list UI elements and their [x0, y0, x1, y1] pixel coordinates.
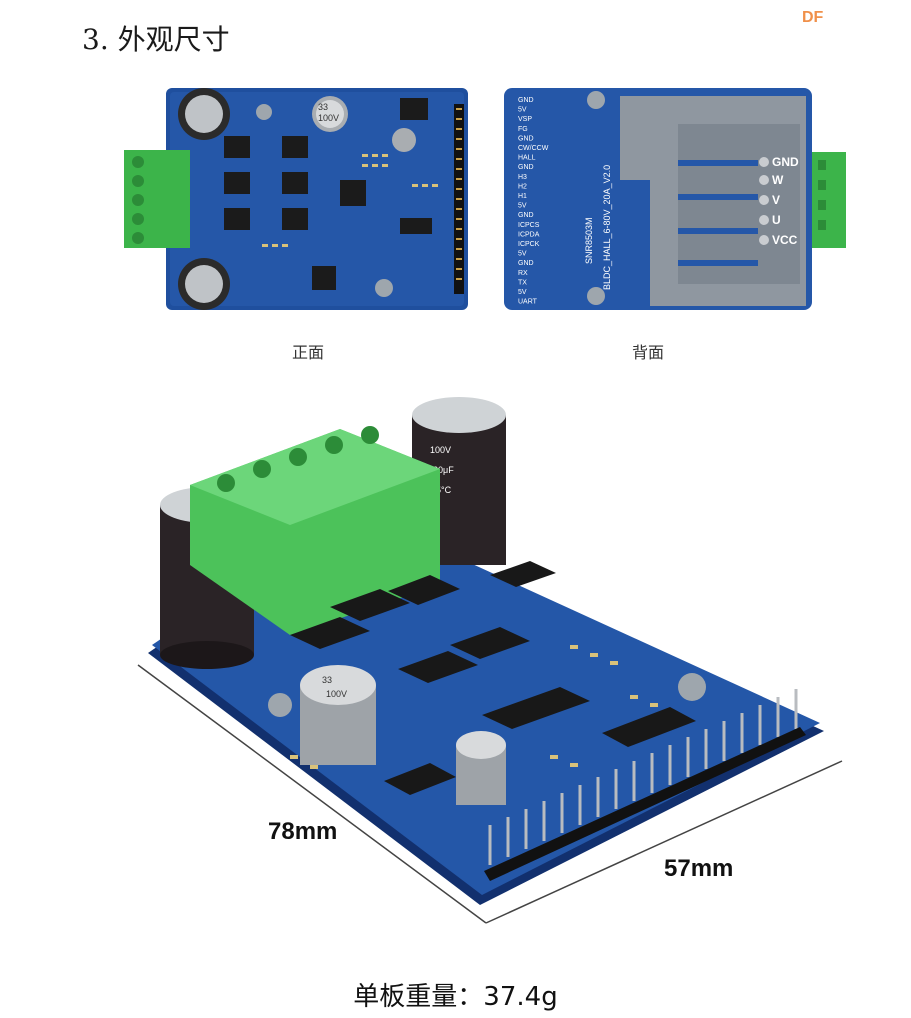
back-pin-label: GND [518, 135, 534, 142]
back-pin-label: HALL [518, 155, 536, 162]
back-pin-label: 5V [518, 251, 527, 258]
back-pin-label: UART [518, 299, 538, 306]
back-pin-label: ICPCK [518, 241, 540, 248]
back-pin-label: ICPCS [518, 222, 540, 229]
back-model-label: SNR8503M [584, 217, 594, 264]
back-pin-label: 5V [518, 107, 527, 114]
back-pin-label: GND [518, 212, 534, 219]
caption-back: 背面 [632, 343, 665, 362]
back-version-label: BLDC_HALL_6-80V_20A_V2.0 [602, 165, 612, 290]
board-weight: 单板重量：37.4g [353, 982, 558, 1012]
pad-v: V [772, 193, 780, 207]
back-pin-label: 5V [518, 203, 527, 210]
back-pin-label: ICPDA [518, 231, 540, 238]
pad-gnd: GND [772, 155, 799, 169]
back-pin-label: H3 [518, 174, 527, 181]
pad-w: W [772, 173, 784, 187]
section-title: 3. 外观尺寸 [82, 23, 230, 56]
back-pin-label: GND [518, 164, 534, 171]
back-pin-label: FG [518, 126, 528, 133]
large-cap-mark-voltage: 100V [430, 445, 451, 455]
back-pin-label: H2 [518, 183, 527, 190]
back-pin-label: H1 [518, 193, 527, 200]
back-pin-label: CW/CCW [518, 145, 549, 152]
front-board-photo: 33 100V [124, 88, 468, 310]
pad-u: U [772, 213, 781, 227]
back-pin-label: 5V [518, 289, 527, 296]
small-cap-mark-value: 33 [322, 675, 332, 685]
back-pin-label: VSP [518, 116, 532, 123]
brand-logo: DF [802, 9, 824, 26]
large-cap-mark-capacitance: 220μF [428, 465, 454, 475]
pad-vcc: VCC [772, 233, 798, 247]
back-pin-label: GND [518, 260, 534, 267]
small-cap-mark-voltage: 100V [326, 689, 347, 699]
back-pin-label: TX [518, 279, 527, 286]
svg-text:33: 33 [318, 102, 328, 112]
dimension-length: 78mm [268, 818, 338, 845]
back-pin-label: GND [518, 97, 534, 104]
perspective-board-photo: 100V 220μF 105°C 33 100V [137, 397, 843, 924]
caption-front: 正面 [292, 343, 325, 362]
back-pin-label: RX [518, 270, 528, 277]
svg-text:100V: 100V [318, 113, 339, 123]
dimension-width: 57mm [664, 855, 734, 882]
